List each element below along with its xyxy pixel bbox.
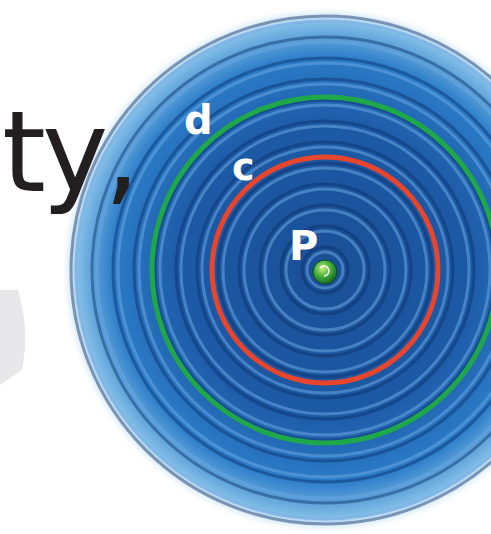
ball-swirl [320, 266, 329, 276]
ripple-shadow [92, 37, 491, 503]
circle-label: d [184, 100, 213, 140]
ripple-ring [265, 210, 385, 330]
ripple-ring [118, 63, 491, 477]
ripple-ring [223, 168, 427, 372]
point-label: P [289, 226, 318, 266]
ripple-shadow [176, 121, 474, 419]
headline-fragment: ty, [2, 96, 136, 208]
ripple-ring [160, 105, 490, 435]
ripple-shadow [260, 205, 390, 335]
red-circle [212, 157, 438, 383]
faded-letter [0, 290, 25, 385]
ripple-shadow [71, 16, 491, 524]
ripple-shadow [155, 100, 491, 440]
ripple-shadow [134, 79, 491, 461]
circle-label: c [232, 148, 255, 186]
ripple-ring [202, 147, 448, 393]
ripple-shadow [239, 184, 411, 356]
ripple-shadow [197, 142, 453, 398]
ripple-ring [139, 84, 491, 456]
ripple-shadow [281, 226, 369, 314]
ripple-ring [244, 189, 406, 351]
green-circle [152, 97, 491, 443]
water-disc [60, 5, 491, 534]
ripple-rings [71, 16, 491, 524]
ripple-shadow [218, 163, 432, 377]
ripple-ring [181, 126, 469, 414]
ripple-shadow [113, 58, 491, 482]
